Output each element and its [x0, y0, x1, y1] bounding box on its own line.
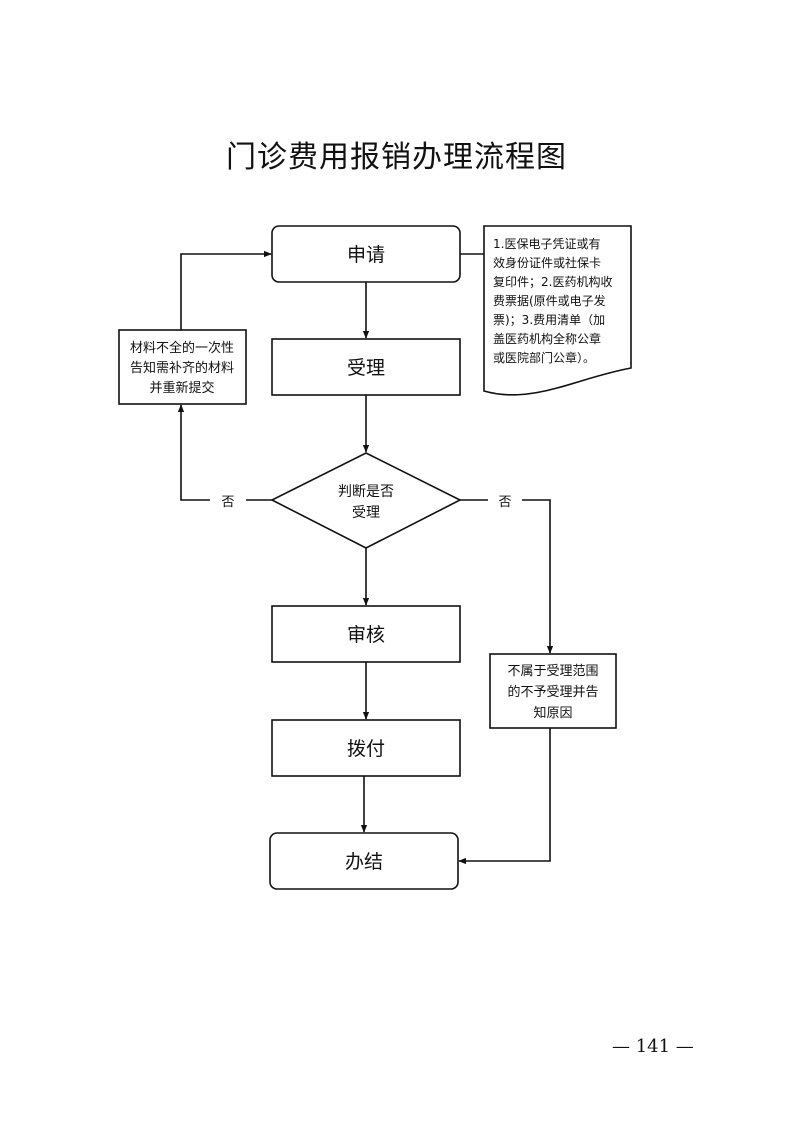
arrow-note-to-apply — [180, 250, 272, 330]
materials-note-line7: 或医院部门公章）。 — [493, 350, 595, 365]
page-title: 门诊费用报销办理流程图 — [226, 140, 567, 175]
reject-note-line1: 不属于受理范围 — [507, 664, 598, 679]
apply-label: 申请 — [347, 244, 385, 266]
pay-node — [271, 719, 461, 777]
done-label: 办结 — [345, 851, 383, 873]
materials-note-line1: 1.医保电子凭证或有 — [493, 236, 600, 251]
materials-note-line4: 费票据(原件或电子发 — [493, 293, 606, 308]
materials-note-line3: 复印件；2.医药机构收 — [493, 274, 612, 289]
no-left-label: 否 — [221, 495, 234, 510]
reject-note-box — [489, 653, 617, 729]
materials-note-line5: 票)；3.费用清单（加 — [493, 313, 605, 327]
accept-label: 受理 — [347, 357, 385, 379]
arrow-reject-to-done — [458, 728, 551, 865]
decision-label-line2: 受理 — [352, 505, 380, 521]
no-right-label: 否 — [498, 495, 511, 510]
decision-label-line1: 判断是否 — [338, 484, 394, 500]
reject-note-line3: 知原因 — [533, 705, 572, 721]
arrow-no-right-path — [522, 499, 554, 654]
decision-node — [270, 452, 462, 549]
page-number: — 141 — — [612, 1036, 694, 1057]
resubmit-note-line2: 告知需补齐的材料 — [130, 360, 234, 376]
materials-note-line6: 盖医药机构全称公章 — [493, 331, 601, 346]
resubmit-note-line1: 材料不全的一次性 — [130, 340, 234, 356]
review-label: 审核 — [347, 624, 385, 646]
arrow-no-left-path — [177, 404, 210, 501]
reject-note-line2: 的不予受理并告 — [507, 684, 598, 700]
pay-label: 拨付 — [347, 738, 385, 760]
materials-note-box — [483, 225, 632, 396]
resubmit-note-box — [118, 329, 247, 405]
done-node — [269, 832, 459, 890]
resubmit-note-line3: 并重新提交 — [149, 380, 214, 396]
materials-note-line2: 效身份证件或社保卡 — [493, 255, 601, 270]
